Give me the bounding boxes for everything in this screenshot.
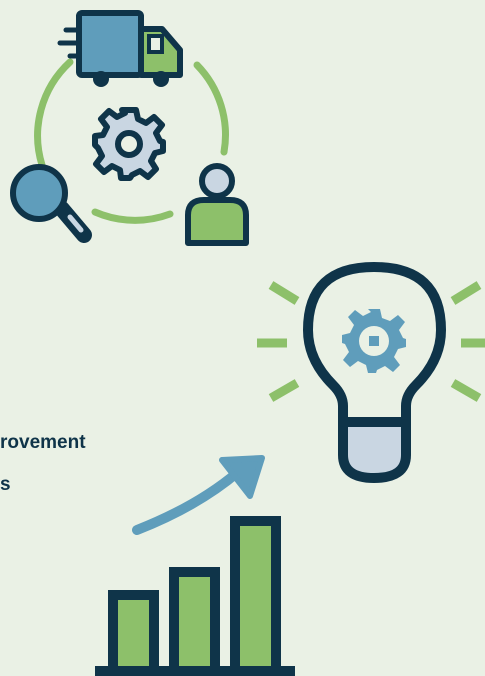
caption-line-2: s <box>0 474 11 495</box>
ray-lower-left <box>268 379 300 402</box>
cycle-arc-right <box>193 61 229 156</box>
cycle-arc-left <box>34 58 74 169</box>
bar-chart-growth-icon <box>95 455 295 676</box>
gear-icon <box>92 107 166 181</box>
person-icon <box>185 163 249 246</box>
lightbulb-gear-icon <box>257 262 485 483</box>
bar-3 <box>230 516 281 676</box>
ray-upper-right <box>450 281 482 305</box>
cycle-arc-bottom <box>91 208 174 224</box>
chart-baseline <box>95 666 295 676</box>
delivery-truck-icon <box>57 10 183 87</box>
growth-arrow-curve <box>132 467 243 535</box>
growth-arrow-head <box>219 455 265 499</box>
magnifier-icon <box>10 164 92 243</box>
bulb-gear <box>342 309 406 373</box>
caption: rovement s <box>0 422 86 506</box>
bar-1 <box>108 590 159 676</box>
ray-upper-left <box>268 281 300 305</box>
bar-2 <box>169 567 220 676</box>
process-cycle-group <box>10 10 249 246</box>
caption-line-1: rovement <box>0 432 86 453</box>
bulb-base <box>338 417 411 483</box>
ray-lower-right <box>450 379 482 402</box>
